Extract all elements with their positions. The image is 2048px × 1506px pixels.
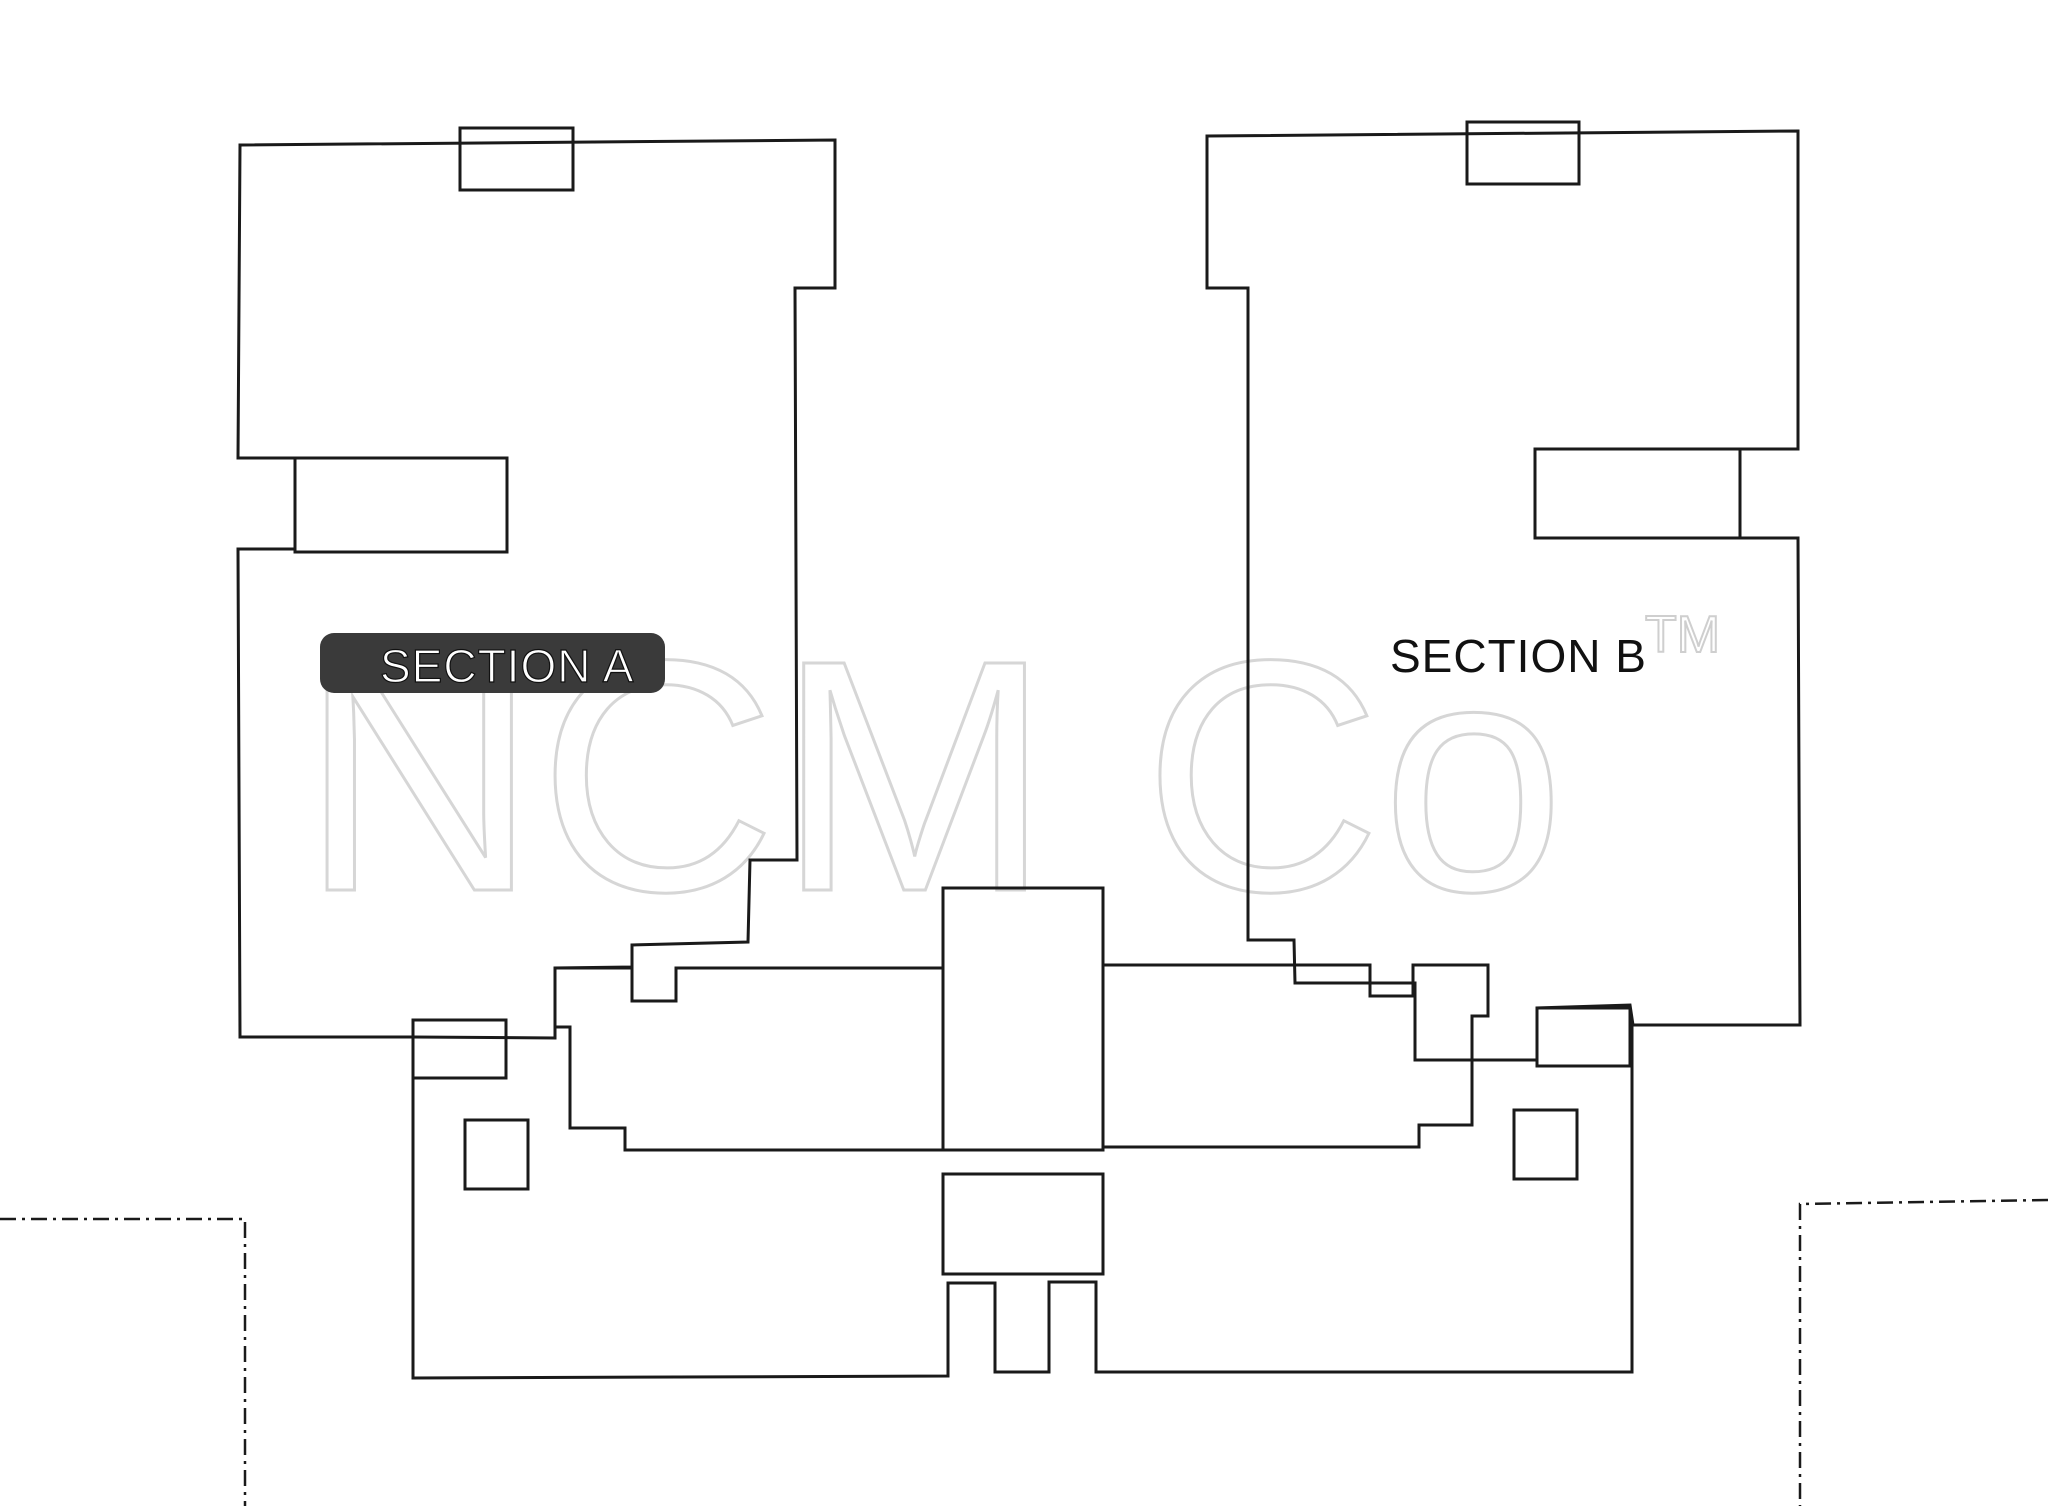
watermark-trademark: TM	[1645, 606, 1720, 664]
boundary-line-left	[0, 1217, 247, 1506]
section-b-top-notch	[1465, 120, 1581, 186]
section-b-label: SECTION B	[1390, 630, 1647, 682]
section-a-side-room	[293, 456, 509, 554]
central-block-outline	[411, 1025, 1634, 1380]
section-b-side-room	[1533, 447, 1742, 540]
left-small-room-upper	[411, 1018, 508, 1080]
inner-block-right	[1101, 963, 1490, 1149]
right-small-room-upper	[1535, 1006, 1632, 1068]
section-a-label-highlight	[320, 633, 665, 693]
central-lower-room	[941, 1172, 1105, 1276]
left-small-room-lower	[463, 1118, 530, 1191]
boundary-line-right	[1798, 1198, 2048, 1506]
inner-block-left	[553, 966, 945, 1152]
section-a-label: SECTION A	[380, 640, 634, 692]
section-a-top-notch	[458, 126, 575, 192]
right-small-room-lower	[1512, 1108, 1579, 1181]
